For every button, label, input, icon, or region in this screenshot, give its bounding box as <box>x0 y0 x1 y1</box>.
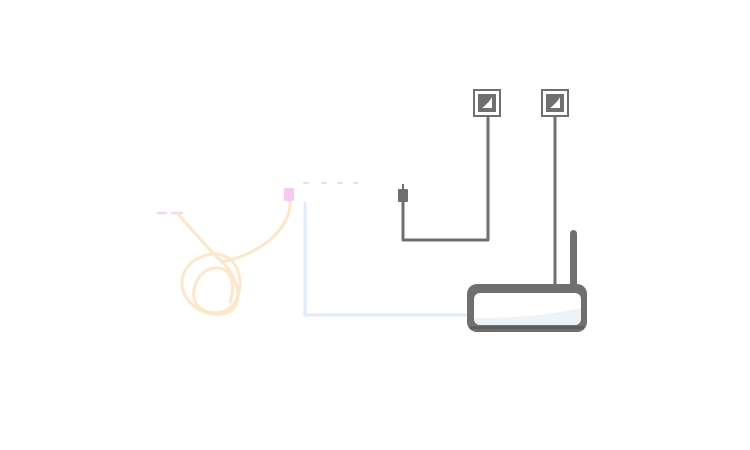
wall-socket-right <box>541 89 569 117</box>
blue-network-cable <box>303 201 472 317</box>
phone-line-cable <box>401 116 490 242</box>
router-antenna <box>570 230 577 288</box>
wall-socket-left <box>473 89 501 117</box>
router <box>467 230 587 332</box>
pink-plug <box>284 188 294 201</box>
phone-jack-plug <box>398 184 408 202</box>
yellow-coiled-cable <box>176 196 292 316</box>
